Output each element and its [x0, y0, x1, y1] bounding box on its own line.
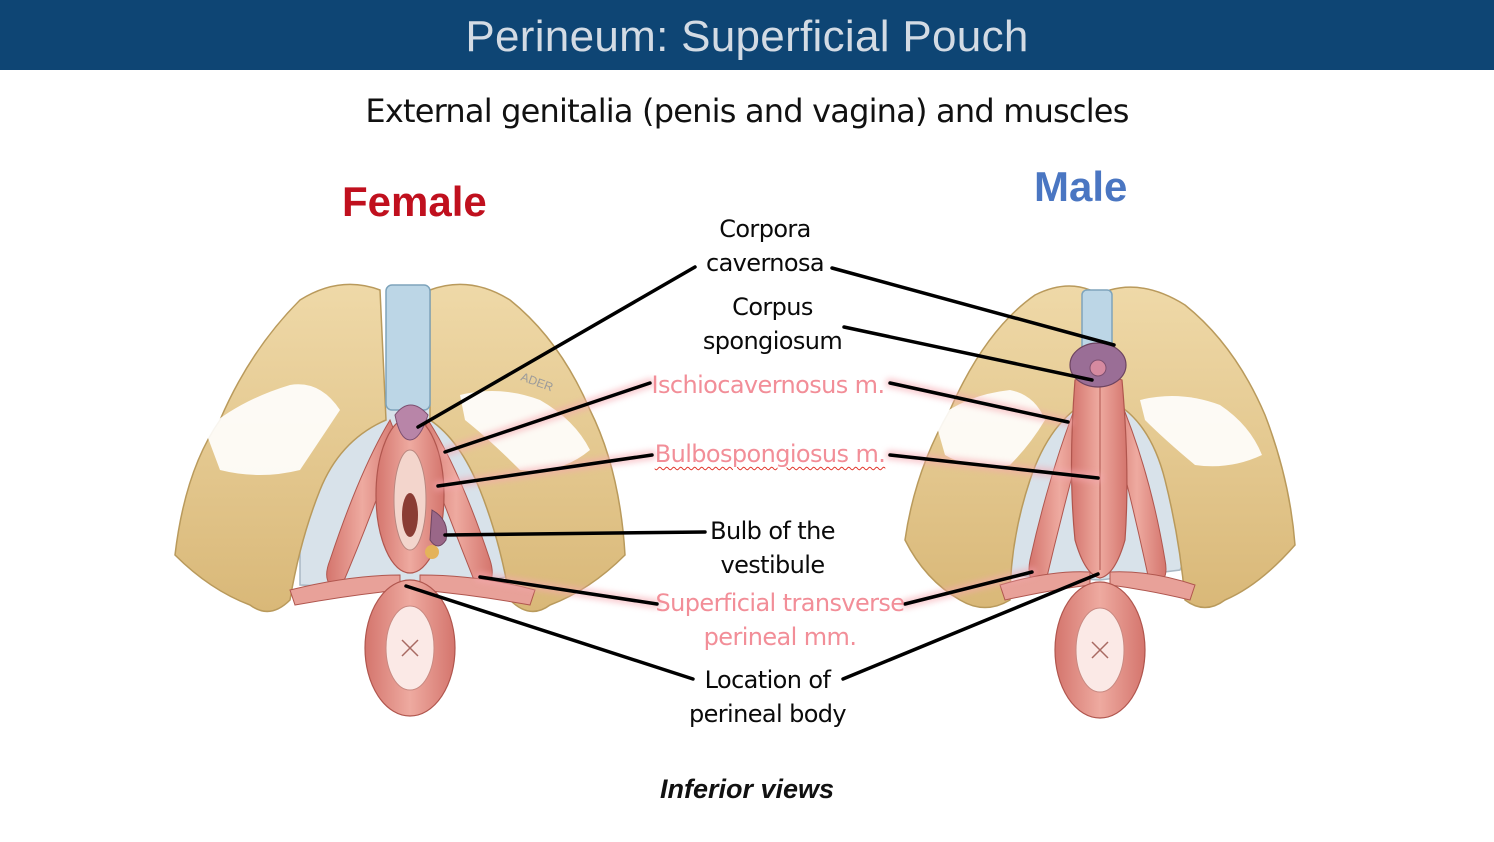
label-bulb-of-vestibule: Bulb of the vestibule [710, 517, 835, 579]
leader-ischiocavernosus-female [443, 381, 652, 454]
bulbospongiosus-text: Bulbospongiosus m. [654, 440, 886, 468]
label-superficial-transverse: Superficial transverse perineal mm. [655, 589, 906, 651]
figure-caption: Inferior views [659, 774, 835, 804]
female-heading: Female [342, 178, 487, 225]
leader-bulb-of-vestibule [443, 530, 707, 537]
label-corpus-spongiosum: Corpus spongiosum [702, 293, 843, 355]
leader-superficial-transverse-female [478, 575, 659, 606]
female-pelvis-illustration: ADER [174, 283, 626, 717]
leader-bulbospongiosus-female [436, 453, 654, 488]
leader-bulbospongiosus-male [888, 453, 1100, 480]
label-ischiocavernosus: Ischiocavernosus m. [651, 371, 885, 399]
leader-perineal-body-female [404, 584, 695, 681]
female-superficial-transverse-right [419, 574, 536, 606]
leader-corpora-cavernosa-male [830, 266, 1116, 347]
leader-corpus-spongiosum-male [842, 325, 1094, 382]
label-bulbospongiosus: Bulbospongiosus m. [650, 437, 890, 471]
label-perineal-body: Location of perineal body [688, 666, 847, 728]
female-clitoris [394, 404, 429, 441]
male-corpus-spongiosum [1089, 359, 1107, 377]
female-pubic-symphysis [385, 284, 431, 411]
slide-subtitle: External genitalia (penis and vagina) an… [365, 92, 1129, 130]
leader-corpora-cavernosa-female [416, 265, 697, 429]
leader-superficial-transverse-male [903, 570, 1034, 606]
male-superficial-transverse-right [1109, 571, 1196, 601]
leader-ischiocavernosus-male [888, 381, 1070, 424]
male-heading: Male [1034, 163, 1128, 210]
leader-lines [404, 265, 1116, 681]
leader-perineal-body-male [841, 572, 1100, 681]
slide-title: Perineum: Superficial Pouch [0, 0, 1494, 70]
label-corpora-cavernosa: Corpora cavernosa [705, 215, 825, 277]
female-bulb-of-vestibule [429, 509, 448, 547]
